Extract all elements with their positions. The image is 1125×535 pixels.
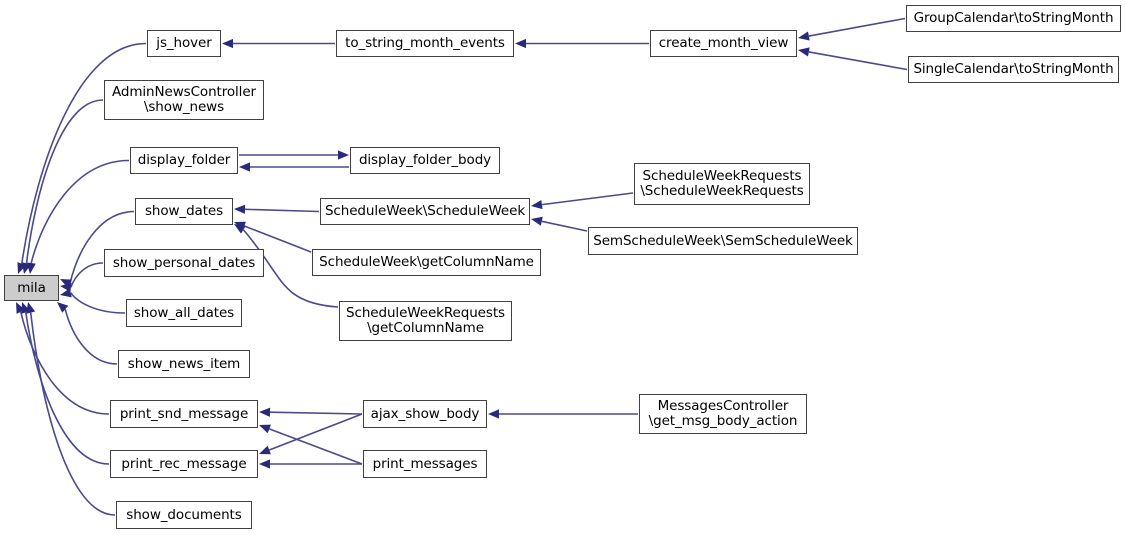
graph-node-show_documents[interactable]: show_documents [116, 501, 252, 529]
edge-arrowhead [26, 302, 36, 314]
edge-arrowhead [531, 200, 543, 210]
graph-node-sem_scheduleweek[interactable]: SemScheduleWeek\SemScheduleWeek [588, 227, 858, 255]
edge-arrowhead [259, 407, 271, 417]
edge-line [70, 262, 104, 288]
graph-node-to_string_month_events[interactable]: to_string_month_events [336, 30, 514, 57]
edge-line [24, 312, 110, 465]
graph-node-label: SemScheduleWeek\SemScheduleWeek [593, 232, 853, 249]
edge-line [20, 42, 147, 264]
edge-arrowhead [239, 162, 250, 172]
graph-node-label: ajax_show_body [370, 405, 480, 422]
graph-node-sw_scheduleweek[interactable]: ScheduleWeek\ScheduleWeek [320, 198, 530, 225]
edge-arrowhead [57, 302, 69, 313]
edge-line [541, 220, 588, 232]
graph-node-label: MessagesController \get_msg_body_action [648, 398, 798, 429]
graph-node-label: show_dates [144, 203, 224, 219]
graph-node-label: mila [17, 279, 46, 296]
edge-line [269, 411, 363, 415]
edge-arrowhead [338, 150, 349, 160]
graph-node-print_rec_message[interactable]: print_rec_message [110, 450, 258, 478]
graph-node-group_calendar[interactable]: GroupCalendar\toStringMonth [906, 5, 1121, 32]
edge-line [30, 159, 130, 264]
graph-node-display_folder[interactable]: display_folder [130, 147, 238, 174]
edge-line [269, 428, 363, 465]
graph-node-ajax_show_body[interactable]: ajax_show_body [363, 400, 487, 428]
edge-line [20, 311, 110, 415]
edge-arrowhead [60, 288, 72, 298]
graph-node-label: create_month_view [658, 35, 789, 51]
graph-node-label: ScheduleWeek\ScheduleWeek [324, 203, 526, 219]
edge-line [69, 210, 135, 284]
graph-node-print_messages[interactable]: print_messages [363, 450, 487, 478]
graph-node-create_month_view[interactable]: create_month_view [650, 30, 797, 57]
graph-node-swr_swr[interactable]: ScheduleWeekRequests \ScheduleWeekReques… [634, 163, 810, 205]
edge-arrowhead [222, 38, 233, 49]
graph-node-swr_getcolumnname[interactable]: ScheduleWeekRequests \getColumnName [339, 301, 512, 341]
graph-node-messages_controller[interactable]: MessagesController \get_msg_body_action [639, 394, 807, 434]
edge-arrowhead [234, 204, 246, 214]
graph-node-display_folder_body[interactable]: display_folder_body [350, 147, 500, 174]
edge-line [541, 192, 634, 206]
edge-line [243, 225, 312, 253]
graph-node-label: display_folder [137, 152, 231, 168]
graph-node-label: show_news_item [127, 355, 241, 372]
graph-node-show_dates[interactable]: show_dates [135, 198, 233, 225]
edge-line [29, 312, 116, 516]
graph-node-label: GroupCalendar\toStringMonth [913, 10, 1114, 26]
edge-arrowhead [234, 224, 246, 234]
graph-node-label: print_messages [372, 455, 478, 472]
edge-line [808, 17, 906, 37]
graph-node-sw_getcolumnname[interactable]: ScheduleWeek\getColumnName [312, 249, 541, 276]
graph-node-label: ScheduleWeek\getColumnName [319, 254, 534, 270]
graph-node-js_hover[interactable]: js_hover [147, 30, 221, 57]
edge-line [25, 99, 104, 264]
graph-node-label: js_hover [156, 35, 212, 51]
graph-node-label: display_folder_body [358, 152, 492, 168]
graph-node-label: print_rec_message [121, 455, 247, 472]
graph-node-label: show_documents [126, 506, 242, 523]
graph-node-single_calendar[interactable]: SingleCalendar\toStringMonth [908, 56, 1119, 83]
edge-arrowhead [259, 459, 270, 469]
edge-arrowhead [515, 38, 526, 49]
edge-line [808, 51, 908, 71]
graph-node-label: show_all_dates [133, 304, 235, 321]
edge-arrowhead [259, 445, 271, 455]
graph-node-label: AdminNewsController \show_news [111, 84, 256, 115]
graph-node-show_all_dates[interactable]: show_all_dates [126, 299, 242, 327]
edge-arrowhead [488, 409, 499, 419]
edge-line [64, 309, 118, 365]
graph-node-show_news_item[interactable]: show_news_item [118, 350, 250, 378]
edge-line [242, 229, 339, 308]
graph-node-label: to_string_month_events [345, 35, 505, 51]
graph-node-label: SingleCalendar\toStringMonth [913, 61, 1114, 77]
graph-node-show_personal_dates[interactable]: show_personal_dates [104, 249, 264, 277]
edge-arrowhead [798, 31, 810, 41]
edge-arrowhead [798, 47, 810, 57]
graph-node-label: ScheduleWeekRequests \getColumnName [346, 305, 505, 336]
graph-node-admin_news[interactable]: AdminNewsController \show_news [104, 80, 264, 120]
edge-line [244, 208, 320, 213]
graph-node-label: show_personal_dates [112, 254, 256, 271]
graph-node-label: ScheduleWeekRequests \ScheduleWeekReques… [640, 168, 804, 199]
graph-node-print_snd_message[interactable]: print_snd_message [110, 400, 258, 428]
edge-arrowhead [259, 424, 271, 434]
graph-node-mila[interactable]: mila [4, 275, 59, 301]
edge-arrowhead [26, 262, 36, 274]
graph-node-label: print_snd_message [119, 405, 249, 422]
edge-line [70, 292, 126, 314]
edge-line [268, 413, 363, 451]
edge-arrowhead [531, 216, 543, 226]
